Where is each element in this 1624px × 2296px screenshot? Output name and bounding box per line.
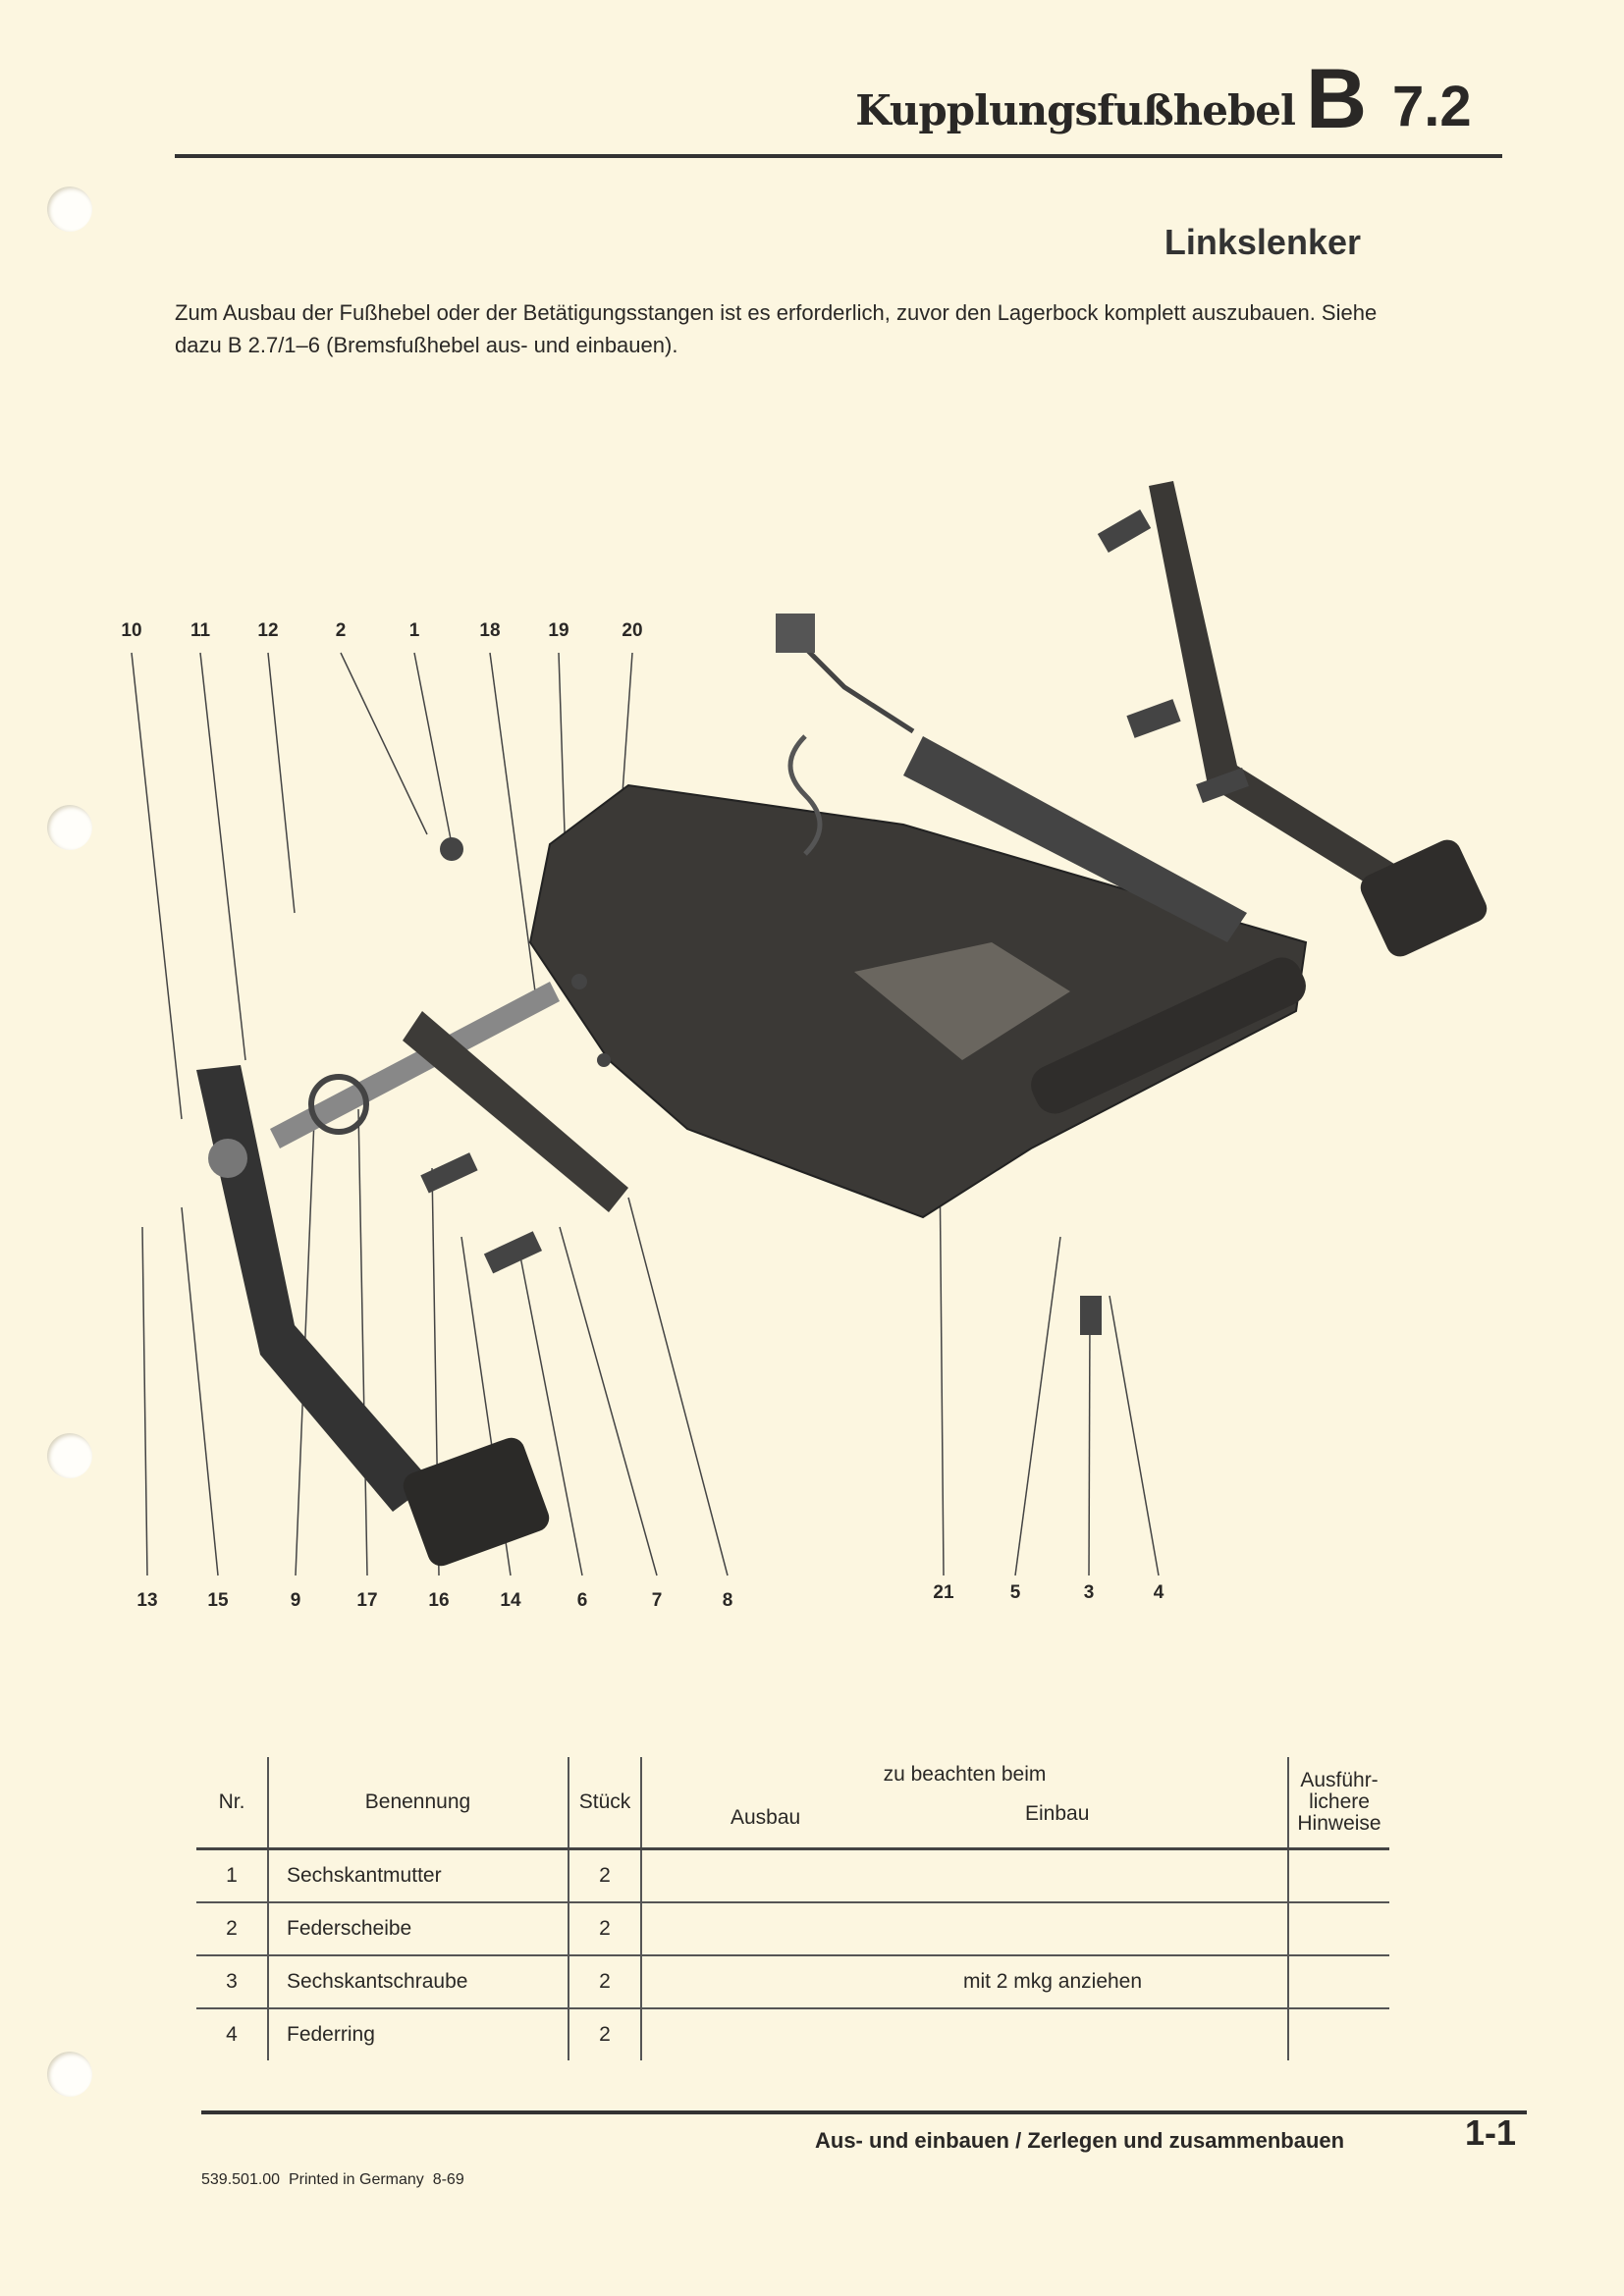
callout-number: 13 (136, 1590, 158, 1611)
callout-number: 12 (257, 620, 279, 641)
cell-name: Federring (267, 2008, 568, 2060)
punch-hole (47, 187, 92, 232)
callout-number: 5 (1009, 1582, 1021, 1603)
cell-name: Sechskantschraube (267, 1955, 568, 2009)
callout-number: 9 (290, 1590, 301, 1611)
cell-hints (1287, 1848, 1389, 1903)
pedal-bushing (208, 1139, 247, 1178)
left-master-cylinder (403, 1011, 628, 1212)
callout-number: 14 (500, 1590, 521, 1611)
callout-number: 3 (1083, 1582, 1095, 1603)
parts-table: Nr. Benennung Stück zu beachten beim Aus… (196, 1757, 1389, 2060)
header-hints: Ausführ-lichere Hinweise (1287, 1757, 1389, 1850)
return-spring (308, 1074, 369, 1135)
header-rule (175, 154, 1502, 158)
table-row: 2 Federscheibe 2 (196, 1902, 1389, 1956)
page-title: Kupplungsfußhebel (855, 86, 1296, 134)
callout-number: 10 (121, 620, 142, 641)
bracket-opening (854, 942, 1070, 1060)
punch-hole (47, 805, 92, 850)
spring (787, 734, 823, 856)
header-removal: Ausbau (731, 1806, 801, 1829)
cell-qty: 2 (568, 2008, 641, 2060)
table-row: 1 Sechskantmutter 2 (196, 1848, 1389, 1903)
callout-number: 21 (933, 1582, 954, 1603)
header-group: zu beachten beim (883, 1763, 1047, 1786)
cell-nr: 1 (196, 1848, 268, 1903)
cell-hints (1287, 1955, 1389, 2009)
section-number: 7.2 (1392, 75, 1472, 138)
cell-hints (1287, 1902, 1389, 1956)
footer-rule (201, 2110, 1527, 2114)
small-parts (420, 508, 1249, 1335)
intro-text: Zum Ausbau der Fußhebel oder der Betätig… (175, 300, 1378, 357)
header-notes: zu beachten beim Ausbau Einbau (640, 1757, 1288, 1850)
callout-number: 6 (576, 1590, 588, 1611)
callout-number: 19 (548, 620, 569, 641)
cell-qty: 2 (568, 1848, 641, 1903)
right-clevis (776, 614, 815, 653)
callout-number: 2 (335, 620, 347, 641)
header-qty: Stück (568, 1757, 641, 1850)
print-code: 539.501.00 Printed in Germany 8-69 (201, 2171, 464, 2188)
table-row: 4 Federring 2 (196, 2008, 1389, 2060)
punch-hole (47, 1433, 92, 1478)
table-row: 3 Sechskantschraube 2 mit 2 mkg anziehen (196, 1955, 1389, 2009)
cell-notes (640, 1902, 1288, 1956)
callout-number: 15 (207, 1590, 229, 1611)
cell-nr: 3 (196, 1955, 268, 2009)
subtitle: Linkslenker (1164, 222, 1361, 262)
left-pedal-arm (196, 1065, 432, 1512)
callout-number: 18 (479, 620, 501, 641)
cell-notes: mit 2 mkg anziehen (640, 1955, 1288, 2009)
left-pedal-pad (403, 1437, 550, 1567)
mounting-plate (1031, 957, 1306, 1114)
cell-nr: 4 (226, 2023, 238, 2046)
callout-number: 11 (189, 620, 211, 641)
callout-number: 17 (356, 1590, 378, 1611)
table-header-row: Nr. Benennung Stück zu beachten beim Aus… (196, 1757, 1389, 1850)
section-letter: B (1306, 52, 1368, 146)
callout-number: 4 (1153, 1582, 1164, 1603)
exploded-parts-diagram (131, 481, 1488, 1576)
footer-title: Aus- und einbauen / Zerlegen und zusamme… (815, 2128, 1345, 2153)
punch-hole (47, 2052, 92, 2097)
page-number: 1-1 (1465, 2112, 1517, 2153)
right-master-cylinder (903, 736, 1247, 942)
callout-number: 16 (428, 1590, 450, 1611)
header-nr: Nr. (196, 1757, 268, 1850)
cell-notes (640, 1848, 1288, 1903)
callout-number: 7 (651, 1590, 663, 1611)
callout-number: 1 (408, 620, 420, 641)
pedal-shaft (270, 982, 560, 1148)
right-pedal-arm (1149, 481, 1394, 888)
cell-name: Federscheibe (267, 1902, 568, 1956)
callout-number: 20 (622, 620, 643, 641)
cell-name: Sechskantmutter (267, 1848, 568, 1903)
cell-qty: 2 (568, 1902, 641, 1956)
right-pedal-pad (1360, 839, 1488, 957)
cell-qty: 2 (568, 1955, 641, 2009)
cell-notes (640, 2008, 1288, 2060)
cell-nr: 2 (196, 1902, 268, 1956)
cell-hints (1287, 2008, 1389, 2060)
callout-number: 8 (722, 1590, 733, 1611)
header-install: Einbau (1025, 1802, 1090, 1825)
header-name: Benennung (267, 1757, 568, 1850)
